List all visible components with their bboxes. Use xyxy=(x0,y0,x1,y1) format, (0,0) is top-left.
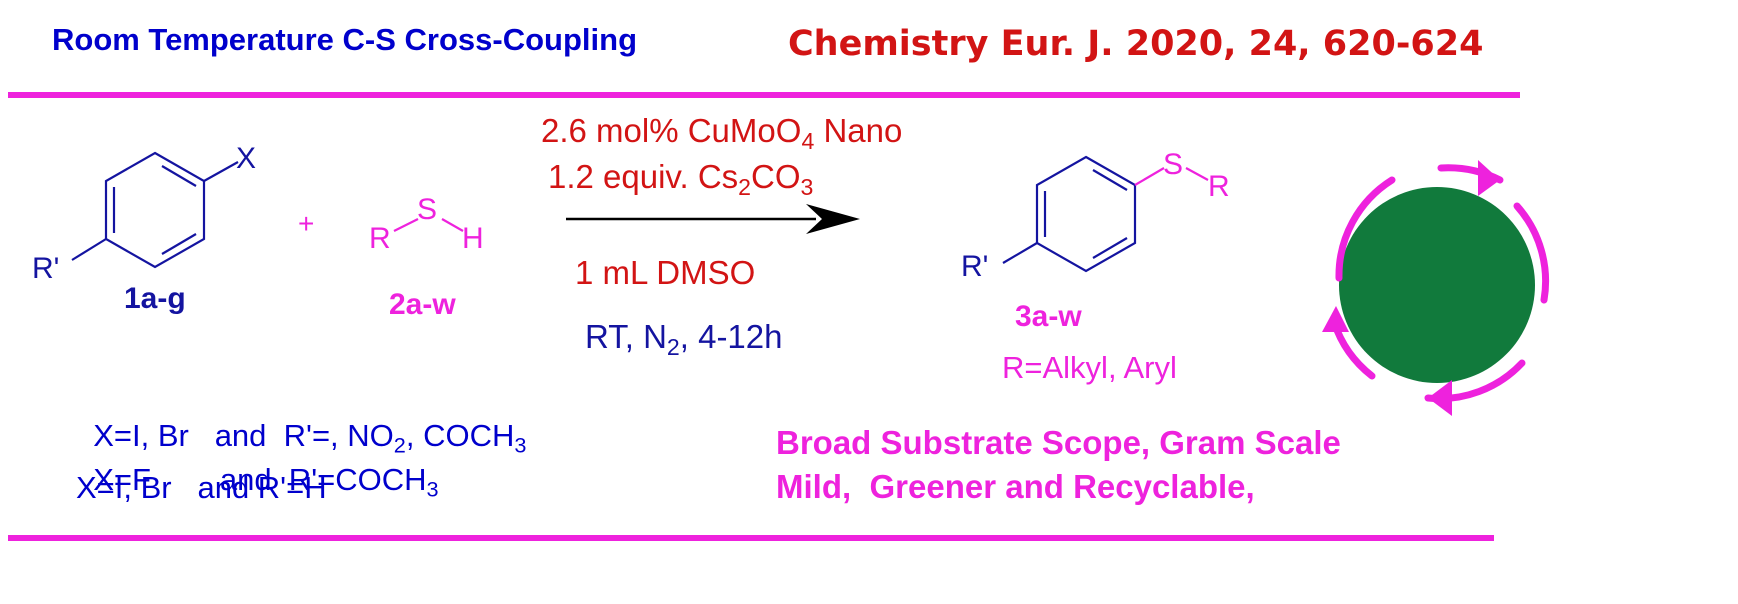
scope-line-1: X=I, Br and R'=, NO2, COCH3 xyxy=(76,382,526,456)
reactant1-substituent-r: R' xyxy=(32,252,60,285)
product-atom-r: R xyxy=(1208,170,1230,203)
catalyst-condition: 2.6 mol% CuMoO4 Nano xyxy=(541,112,903,152)
scope-line-3: X=I, Br and R'=H xyxy=(76,470,327,505)
scope-line-2-subscript: 3 xyxy=(426,476,439,502)
reaction-arrow-icon xyxy=(566,204,860,234)
product-r-definition: R=Alkyl, Aryl xyxy=(1002,350,1177,385)
product-substituent-r: R' xyxy=(961,250,989,283)
reactant2-atom-h: H xyxy=(462,222,484,255)
product-label: 3a-w xyxy=(1015,300,1082,333)
base-subscript-2: 3 xyxy=(800,173,814,200)
catalyst-subscript: 4 xyxy=(801,127,815,154)
product-benzene-ring xyxy=(1002,155,1137,273)
scope-line-1-subscript-2: 3 xyxy=(514,432,527,458)
scope-line-1-subscript: 2 xyxy=(393,432,406,458)
feature-line-2: Mild, Greener and Recyclable, xyxy=(776,468,1255,505)
product-atom-s: S xyxy=(1163,148,1184,181)
page-title: Room Temperature C-S Cross-Coupling xyxy=(52,22,638,57)
reactant1-substituent-x: X xyxy=(236,142,257,175)
scope-line-2: X=F and R'=COCH3 xyxy=(76,426,438,500)
reactant2-label: 2a-w xyxy=(389,288,456,321)
feature-line-1: Broad Substrate Scope, Gram Scale xyxy=(776,424,1341,461)
product-bonds xyxy=(1134,167,1209,186)
catalyst-suffix: Nano xyxy=(814,112,903,149)
temp-suffix: , 4-12h xyxy=(679,318,783,355)
plus-sign: + xyxy=(298,208,315,239)
scope-line-1-text: X=I, Br and R'=, NO xyxy=(93,418,394,453)
temp-text: RT, N xyxy=(585,318,667,355)
reactant2-bonds xyxy=(393,218,464,232)
temp-subscript: 2 xyxy=(666,333,680,360)
catalyst-text: 2.6 mol% CuMoO xyxy=(541,112,802,149)
solvent-condition: 1 mL DMSO xyxy=(575,254,756,291)
reactant2-atom-s: S xyxy=(417,193,438,226)
base-text: 1.2 equiv. Cs xyxy=(548,158,739,195)
base-mid: CO xyxy=(751,158,801,195)
temperature-condition: RT, N2, 4-12h xyxy=(585,318,783,358)
reactant1-benzene-ring xyxy=(71,151,239,269)
base-condition: 1.2 equiv. Cs2CO3 xyxy=(548,158,813,198)
base-subscript-1: 2 xyxy=(738,173,751,200)
citation: Chemistry Eur. J. 2020, 24, 620-624 xyxy=(788,24,1484,64)
scope-line-2-text: X=F and R'=COCH xyxy=(93,462,427,497)
top-divider xyxy=(8,92,1520,98)
bottom-divider xyxy=(8,535,1494,541)
reactant1-label: 1a-g xyxy=(124,282,186,315)
scope-line-1-suffix: , COCH xyxy=(405,418,515,453)
reactant2-atom-r: R xyxy=(369,222,391,255)
recycle-circle-icon xyxy=(1322,160,1550,416)
